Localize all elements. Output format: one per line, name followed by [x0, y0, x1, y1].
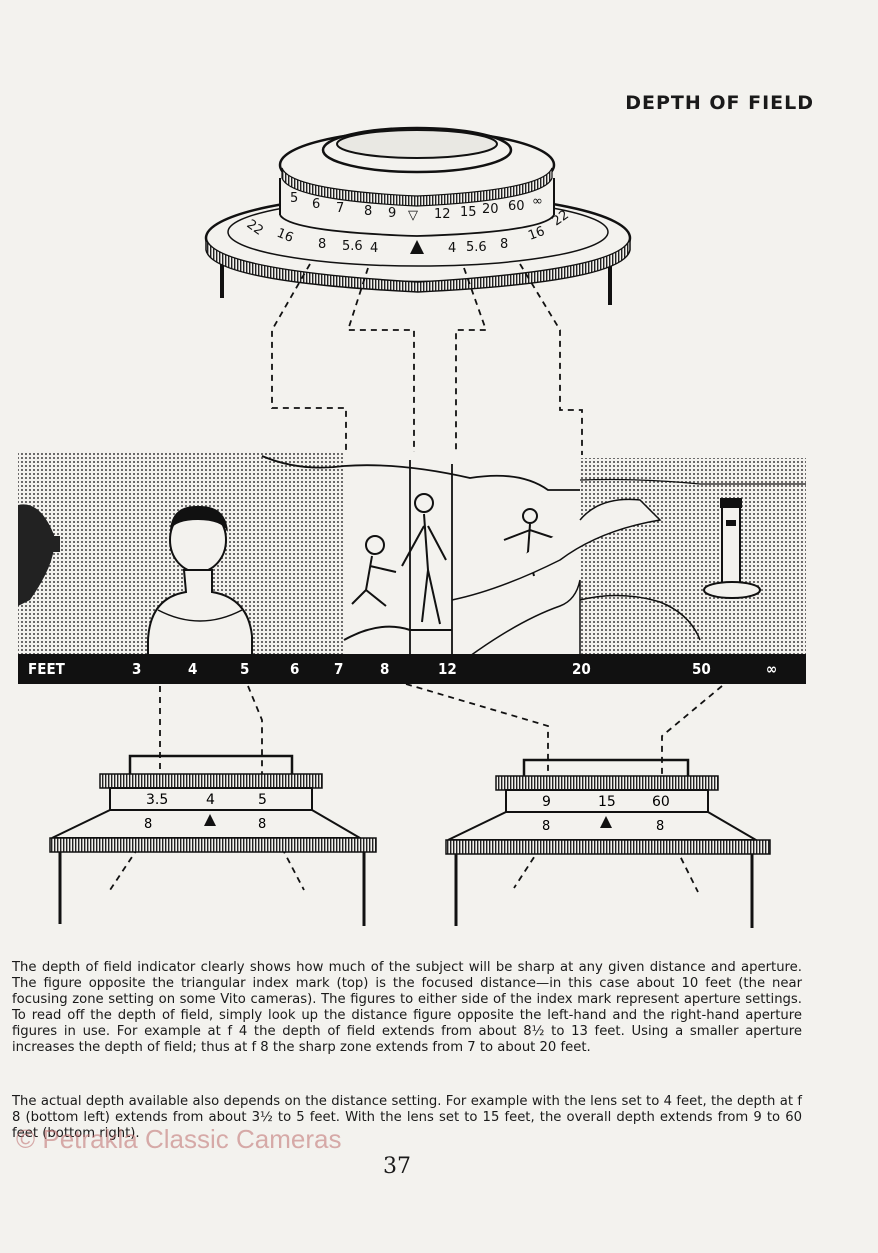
distance-label: 15: [460, 205, 477, 220]
aperture-label: 16: [526, 224, 547, 244]
detail-aperture-mark: 8: [258, 817, 266, 832]
aperture-label: 16: [275, 226, 296, 246]
distance-label: ∞: [532, 194, 543, 209]
camera-icon: [38, 536, 60, 552]
distance-label: 7: [336, 201, 344, 216]
distance-label: 12: [434, 207, 451, 222]
depth-of-field-illustration: 5 6 7 8 9 ▽ 12 15 20 60 ∞ 22 16 8 5.6 4 …: [18, 126, 806, 928]
detail-aperture-mark: 8: [144, 817, 152, 832]
feet-scale-bar: FEET 3 4 5 6 7 8 12 20 50 ∞: [18, 654, 806, 684]
feet-tick-label: 50: [692, 660, 711, 678]
body-paragraph: The depth of field indicator clearly sho…: [12, 960, 802, 1055]
leader-lines: [271, 263, 583, 455]
feet-tick-label: 3: [132, 660, 141, 678]
feet-tick-label: 12: [438, 660, 457, 678]
watermark: © Petrakla Classic Cameras: [16, 1124, 342, 1154]
detail-distance-label: 4: [206, 792, 215, 808]
distance-label: 6: [312, 197, 320, 212]
index-triangle-icon: [410, 240, 424, 254]
aperture-label: 8: [500, 237, 508, 252]
couple-figures: [343, 493, 452, 641]
detail-distance-label: 60: [652, 794, 670, 810]
detail-distance-label: 9: [542, 794, 551, 810]
detail-aperture-mark: 8: [656, 819, 664, 834]
lens-barrel-drawing: [204, 126, 632, 305]
distance-scale: 5 6 7 8 9 ▽ 12 15 20 60 ∞: [290, 191, 543, 223]
focus-index-mark: ▽: [408, 208, 418, 223]
feet-tick-label: 5: [240, 660, 249, 678]
distance-label: 5: [290, 191, 298, 206]
feet-scale-label: FEET: [28, 660, 66, 678]
scene-panel: [18, 452, 806, 657]
aperture-label: 8: [318, 237, 326, 252]
distance-label: 9: [388, 206, 396, 221]
index-triangle-icon: [204, 814, 216, 826]
feet-tick-label: 4: [188, 660, 197, 678]
aperture-label: 5.6: [342, 239, 363, 254]
page-number: 37: [383, 1154, 411, 1179]
feet-tick-label: 7: [334, 660, 343, 678]
aperture-label: 4: [370, 241, 378, 256]
detail-distance-label: 15: [598, 794, 616, 810]
distance-label: 8: [364, 204, 372, 219]
distance-label: 20: [482, 202, 499, 217]
feet-tick-label: 8: [380, 660, 389, 678]
page-title: DEPTH OF FIELD: [625, 92, 814, 114]
detail-leader-lines: [109, 683, 723, 893]
aperture-label: 4: [448, 241, 456, 256]
lighthouse-drawing: [703, 498, 761, 599]
feet-tick-label: 20: [572, 660, 591, 678]
index-triangle-icon: [600, 816, 612, 828]
detail-lens-right: 9 15 60 8 8: [445, 758, 771, 928]
feet-tick-label: ∞: [766, 660, 777, 678]
detail-lens-left: 3.5 4 5 8 8: [49, 754, 377, 926]
body-paragraph: The actual depth available also depends …: [12, 1094, 802, 1141]
feet-tick-label: 6: [290, 660, 299, 678]
detail-distance-label: 3.5: [146, 792, 168, 808]
detail-distance-label: 5: [258, 792, 267, 808]
woman-figure: [147, 505, 253, 657]
detail-aperture-mark: 8: [542, 819, 550, 834]
distance-label: 60: [508, 199, 525, 214]
aperture-label: 5.6: [466, 240, 487, 255]
photographer-silhouette: [18, 504, 55, 606]
